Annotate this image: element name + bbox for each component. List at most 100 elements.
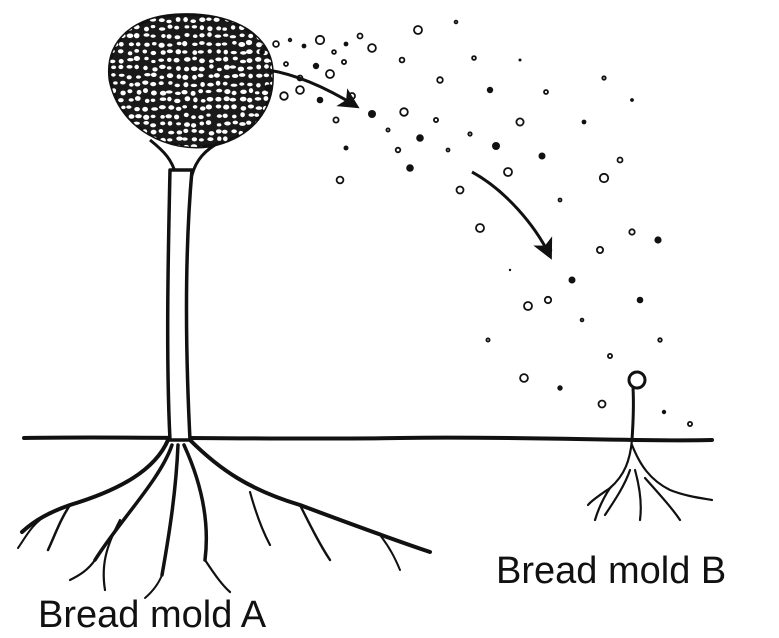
spore xyxy=(160,121,166,126)
airborne-spore xyxy=(485,337,491,343)
airborne-spore xyxy=(471,55,477,61)
spore xyxy=(271,98,273,103)
airborne-spore xyxy=(332,116,340,124)
spore xyxy=(208,131,215,136)
spore xyxy=(151,90,157,96)
spore xyxy=(120,80,126,85)
spore xyxy=(135,42,141,47)
spore xyxy=(213,17,220,22)
spore xyxy=(166,66,172,70)
spore xyxy=(192,50,198,55)
airborne-spore xyxy=(475,223,485,233)
spore xyxy=(184,57,191,62)
spore xyxy=(104,18,109,22)
airborne-spore xyxy=(368,110,376,118)
spore xyxy=(101,122,107,126)
spore xyxy=(103,49,109,54)
spore xyxy=(129,82,134,87)
spore xyxy=(231,129,237,134)
spore xyxy=(134,96,141,101)
spore xyxy=(254,91,260,95)
spore xyxy=(216,49,221,54)
spore xyxy=(198,66,205,72)
spore xyxy=(103,27,107,31)
spore xyxy=(118,129,126,135)
spore xyxy=(134,82,141,87)
spore xyxy=(239,122,246,126)
spore xyxy=(264,33,270,38)
spore xyxy=(167,145,174,147)
airborne-spore xyxy=(596,245,605,254)
spore xyxy=(215,57,222,62)
spore xyxy=(168,105,175,110)
spore xyxy=(158,129,164,133)
spore xyxy=(232,56,238,61)
spore xyxy=(238,42,246,47)
spore xyxy=(135,16,142,22)
spore xyxy=(270,64,273,70)
spore xyxy=(200,106,206,111)
spore xyxy=(192,34,198,38)
spore xyxy=(216,26,222,31)
spore xyxy=(173,57,180,63)
spore xyxy=(128,147,133,150)
airborne-spore xyxy=(445,147,451,153)
spore xyxy=(176,122,182,126)
spore xyxy=(182,137,188,141)
airborne-spore xyxy=(543,295,553,305)
spore xyxy=(117,49,124,54)
spore xyxy=(159,97,167,101)
spore xyxy=(256,64,262,70)
airborne-spore xyxy=(453,19,459,25)
spore xyxy=(110,105,115,110)
spore xyxy=(150,34,156,38)
spore xyxy=(254,97,262,101)
spore xyxy=(263,122,269,127)
mold-b-rhizoids xyxy=(586,438,714,522)
spore xyxy=(174,35,181,40)
spore xyxy=(223,33,229,37)
airborne-spore xyxy=(508,268,512,272)
spore xyxy=(150,98,156,103)
spore xyxy=(205,120,212,125)
spore xyxy=(144,42,150,47)
airborne-spore xyxy=(413,25,423,35)
spore xyxy=(191,137,198,142)
spore xyxy=(231,74,239,78)
spore xyxy=(151,107,159,111)
spore xyxy=(184,25,190,29)
spore xyxy=(142,106,149,112)
spore xyxy=(224,89,231,95)
spore xyxy=(176,74,182,79)
spore xyxy=(255,136,263,142)
spore xyxy=(158,58,165,62)
airborne-spore xyxy=(579,317,585,323)
spore xyxy=(248,88,254,94)
spore xyxy=(152,42,157,46)
spore xyxy=(121,122,126,128)
spore xyxy=(165,114,172,119)
spore xyxy=(133,56,140,61)
spore xyxy=(206,97,214,102)
airborne-spore xyxy=(557,197,563,203)
spore xyxy=(160,115,165,119)
airborne-spore xyxy=(335,175,345,185)
spore xyxy=(232,120,238,125)
spore xyxy=(127,58,134,62)
spore xyxy=(183,128,189,133)
spore xyxy=(190,19,196,24)
airborne-spore xyxy=(616,156,624,164)
spore xyxy=(239,96,247,102)
spore xyxy=(191,123,197,128)
spore xyxy=(271,50,273,55)
spore xyxy=(151,59,156,64)
spore xyxy=(216,88,223,93)
spore xyxy=(183,112,189,118)
spore xyxy=(134,64,139,70)
spore xyxy=(256,83,261,88)
spore xyxy=(133,145,141,147)
spore xyxy=(103,57,109,61)
spore xyxy=(215,96,222,102)
airborne-spore xyxy=(279,91,289,101)
spore xyxy=(192,74,197,80)
